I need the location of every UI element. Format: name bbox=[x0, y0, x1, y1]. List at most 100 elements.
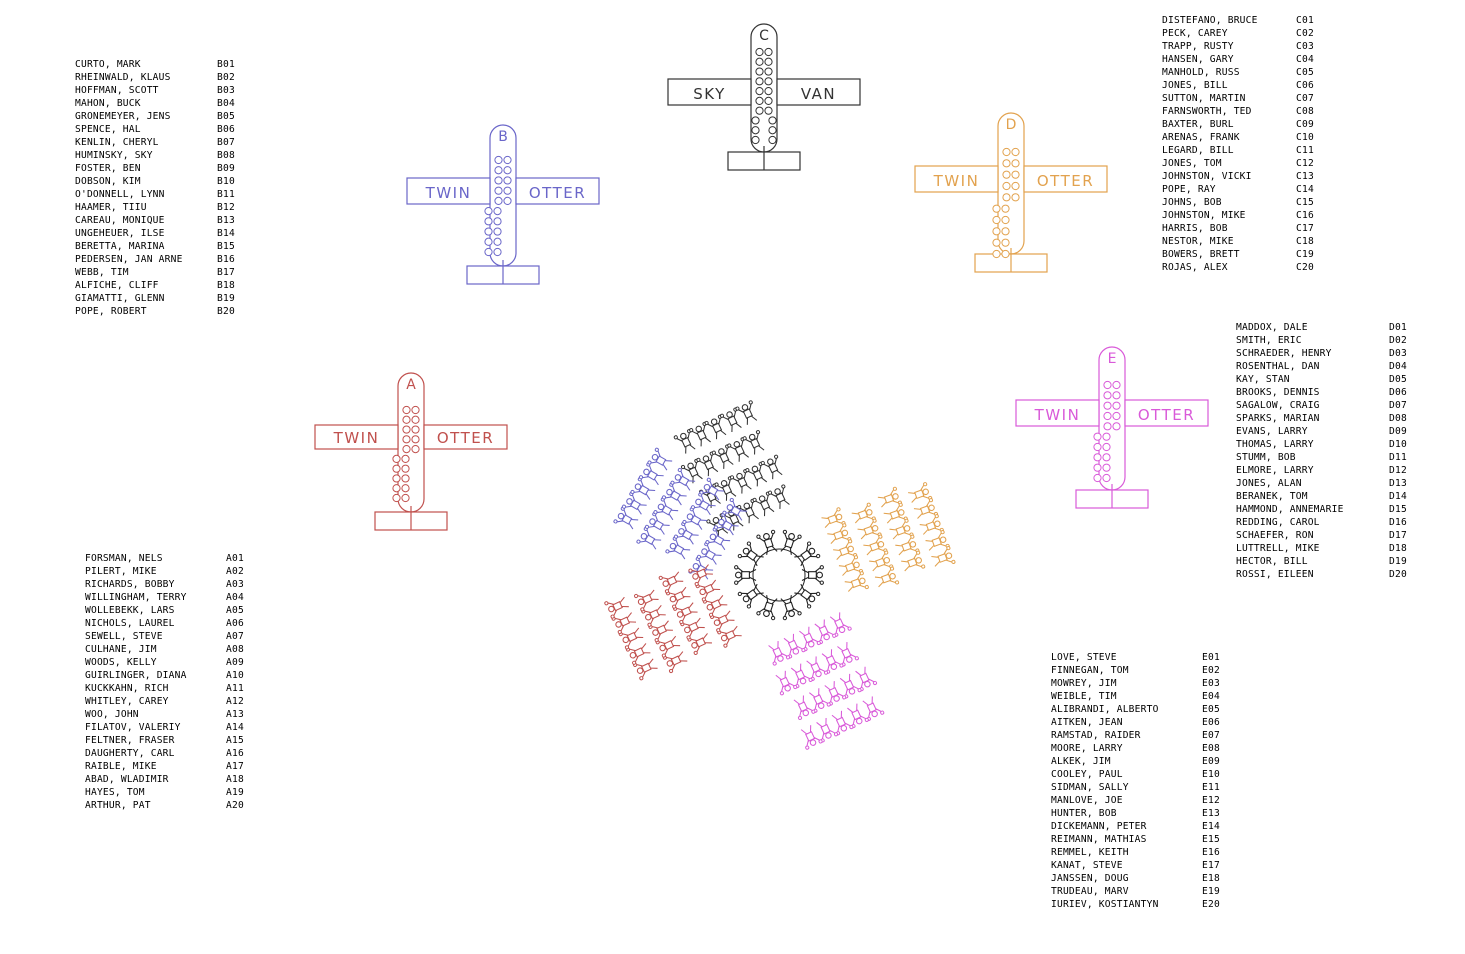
aircraft-label: B bbox=[498, 129, 508, 145]
slot-code: E09 bbox=[1202, 756, 1220, 767]
slot-code: B04 bbox=[217, 98, 235, 109]
jumper-mark bbox=[630, 477, 656, 500]
seat-mark bbox=[768, 126, 777, 135]
seat-mark bbox=[484, 227, 493, 236]
slot-code: C02 bbox=[1296, 28, 1314, 39]
jumper-mark bbox=[665, 586, 691, 609]
slot-code: B14 bbox=[217, 228, 235, 239]
seat-mark bbox=[755, 77, 764, 86]
seat-mark bbox=[768, 116, 777, 125]
jumper-name: HOFFMAN, SCOTT bbox=[75, 85, 159, 96]
seat-mark bbox=[493, 237, 502, 246]
jumper-mark bbox=[613, 506, 639, 530]
jumper-mark bbox=[837, 642, 859, 667]
jumper-name: LUTTRELL, MIKE bbox=[1236, 543, 1320, 554]
slot-code: B06 bbox=[217, 124, 235, 135]
slot-code: C14 bbox=[1296, 184, 1314, 195]
jumper-name: FARNSWORTH, TED bbox=[1162, 106, 1252, 117]
slot-code: E14 bbox=[1202, 821, 1220, 832]
jumper-mark bbox=[833, 539, 858, 560]
jumper-mark bbox=[816, 717, 839, 743]
slot-code: B17 bbox=[217, 267, 235, 278]
slot-code: D16 bbox=[1389, 517, 1407, 528]
jumper-mark bbox=[794, 541, 821, 567]
jumper-name: SEWELL, STEVE bbox=[85, 631, 163, 642]
slot-code: A17 bbox=[226, 761, 244, 772]
slot-code: A11 bbox=[226, 683, 244, 694]
wing-label-right: OTTER bbox=[1037, 172, 1094, 190]
seat-mark bbox=[493, 207, 502, 216]
seat-mark bbox=[503, 186, 512, 195]
seat-mark bbox=[1093, 473, 1102, 483]
slot-code: D03 bbox=[1389, 348, 1407, 359]
jumper-mark bbox=[821, 649, 844, 674]
jumper-mark bbox=[844, 571, 869, 592]
seat-mark bbox=[503, 166, 512, 175]
slot-code: C01 bbox=[1296, 15, 1314, 26]
seat-mark bbox=[402, 445, 411, 454]
jumper-name: FOSTER, BEN bbox=[75, 163, 141, 174]
slot-code: D12 bbox=[1389, 465, 1407, 476]
seat-mark bbox=[764, 57, 773, 66]
jumper-mark bbox=[857, 518, 882, 540]
jumper-mark bbox=[611, 612, 637, 635]
jumper-name: BERANEK, TOM bbox=[1236, 491, 1308, 502]
jumper-name: JONES, ALAN bbox=[1236, 478, 1302, 489]
jumper-name: IURIEV, KOSTIANTYN bbox=[1051, 899, 1159, 910]
jumper-mark bbox=[604, 596, 629, 619]
jumper-name: PECK, CAREY bbox=[1162, 28, 1228, 39]
slot-code: E08 bbox=[1202, 743, 1220, 754]
jumper-name: HAYES, TOM bbox=[85, 787, 145, 798]
jumper-mark bbox=[767, 484, 790, 509]
seat-mark bbox=[1002, 181, 1011, 191]
fuselage bbox=[397, 372, 425, 513]
jumper-mark bbox=[661, 482, 687, 506]
jumper-mark bbox=[696, 542, 722, 565]
jumper-mark bbox=[883, 502, 908, 524]
fuselage bbox=[489, 124, 517, 267]
seat-mark bbox=[751, 135, 760, 145]
seat-mark bbox=[494, 196, 503, 205]
jumper-mark bbox=[719, 407, 742, 433]
jumper-name: JOHNS, BOB bbox=[1162, 197, 1222, 208]
slot-code: E13 bbox=[1202, 808, 1220, 819]
jumper-mark bbox=[806, 656, 829, 681]
seat-mark bbox=[401, 464, 410, 473]
slot-code: A03 bbox=[226, 579, 244, 590]
seat-mark bbox=[1103, 422, 1112, 431]
jumper-name: ROSENTHAL, DAN bbox=[1236, 361, 1320, 372]
jumper-name: HARRIS, BOB bbox=[1162, 223, 1228, 234]
jumper-name: GIAMATTI, GLENN bbox=[75, 293, 165, 304]
seat-mark bbox=[1102, 453, 1111, 462]
wing-label-left: TWIN bbox=[933, 172, 980, 190]
slot-code: D06 bbox=[1389, 387, 1407, 398]
jumper-name: REIMANN, MATHIAS bbox=[1051, 834, 1147, 845]
jumper-name: FINNEGAN, TOM bbox=[1051, 665, 1129, 676]
jumper-name: DICKEMANN, PETER bbox=[1051, 821, 1147, 832]
jumper-name: WHITLEY, CAREY bbox=[85, 696, 169, 707]
jumper-mark bbox=[908, 482, 933, 503]
slot-code: B13 bbox=[217, 215, 235, 226]
jumper-name: MANHOLD, RUSS bbox=[1162, 67, 1240, 78]
wing-label-left: TWIN bbox=[425, 184, 472, 202]
jumper-name: REMMEL, KEITH bbox=[1051, 847, 1129, 858]
slot-code: E02 bbox=[1202, 665, 1220, 676]
jumper-name: HAMMOND, ANNEMARIE bbox=[1236, 504, 1344, 515]
slot-code: B12 bbox=[217, 202, 235, 213]
seat-mark bbox=[494, 166, 503, 175]
